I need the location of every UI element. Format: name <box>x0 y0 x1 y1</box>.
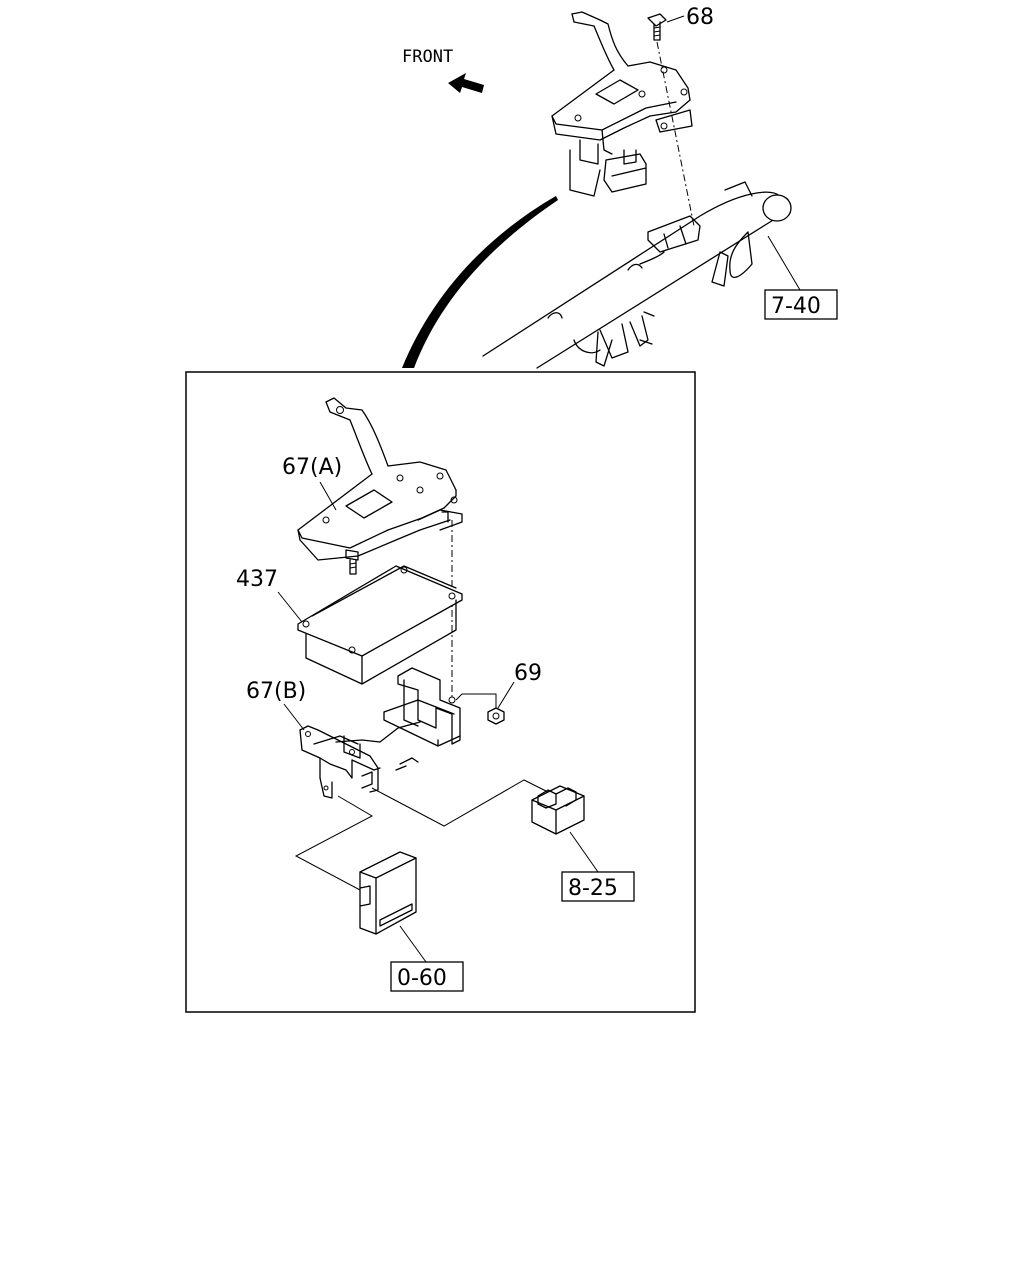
front-label: FRONT <box>402 47 453 67</box>
callout-68: 68 <box>686 5 714 30</box>
bracket-67b <box>299 667 461 799</box>
bolt-alignment-line <box>656 41 695 227</box>
crossmember-leader <box>767 235 801 291</box>
nut-69 <box>455 693 505 725</box>
detail-frame <box>185 371 696 1013</box>
callout-67a: 67(A) <box>282 455 342 480</box>
harness-to-ecu <box>294 795 374 891</box>
callout-437: 437 <box>236 567 278 592</box>
reference-box-7-40 <box>764 289 838 320</box>
bracket-67a <box>297 397 463 575</box>
reference-box-0-60 <box>390 961 464 992</box>
front-arrow-icon <box>448 73 484 93</box>
leader-8-25 <box>569 831 599 873</box>
callout-69: 69 <box>514 661 542 686</box>
leader-0-60 <box>399 925 427 963</box>
leader-67a <box>319 481 337 511</box>
harness-to-connector <box>371 779 549 827</box>
reference-0-60: 0-60 <box>397 966 447 991</box>
leader-437 <box>277 591 303 623</box>
control-unit-437 <box>297 565 463 685</box>
front-indicator: FRONT <box>402 47 484 93</box>
detail-callout-swoosh <box>402 196 558 368</box>
leader-69 <box>497 681 515 709</box>
leader-67b <box>283 703 305 731</box>
reference-7-40: 7-40 <box>771 294 821 319</box>
ecu-0-60 <box>359 851 417 935</box>
crossmember-beam <box>482 181 792 369</box>
bolt-68 <box>647 13 685 41</box>
bracket-assembly-installed <box>551 11 693 197</box>
callout-67b: 67(B) <box>246 679 306 704</box>
connector-8-25 <box>531 785 585 835</box>
reference-box-8-25 <box>561 871 635 902</box>
reference-8-25: 8-25 <box>568 876 618 901</box>
